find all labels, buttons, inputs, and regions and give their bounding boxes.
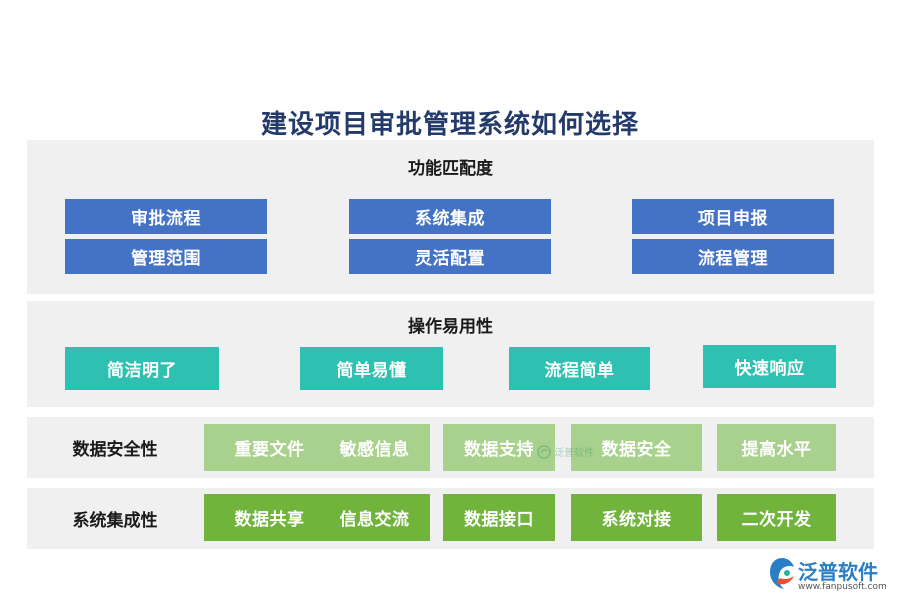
watermark-text: 泛普软件 xyxy=(554,448,594,459)
brand-logo-icon xyxy=(770,558,794,589)
usability-box-fast-response: 快速响应 xyxy=(703,345,836,388)
security-box-data-support: 数据支持 xyxy=(443,424,555,471)
integration-box-data-sharing: 数据共享 xyxy=(204,494,335,541)
security-panel: 数据安全性 重要文件 敏感信息 数据支持 数据安全 提高水平 xyxy=(27,417,874,478)
security-box-data-security: 数据安全 xyxy=(571,424,702,471)
brand-logo-url: www.fanpusoft.com xyxy=(798,582,887,592)
function-panel: 功能匹配度 审批流程 系统集成 项目申报 管理范围 灵活配置 流程管理 xyxy=(27,140,874,294)
watermark-logo-icon xyxy=(537,444,551,459)
usability-box-simple-process: 流程简单 xyxy=(509,347,650,390)
integration-panel: 系统集成性 数据共享 信息交流 数据接口 系统对接 二次开发 xyxy=(27,488,874,549)
integration-box-system-docking: 系统对接 xyxy=(571,494,702,541)
usability-box-concise: 简洁明了 xyxy=(65,347,219,390)
function-panel-title: 功能匹配度 xyxy=(408,159,493,179)
brand-logo: 泛普软件 www.fanpusoft.com xyxy=(768,556,892,596)
integration-box-data-interface: 数据接口 xyxy=(443,494,555,541)
security-row-label: 数据安全性 xyxy=(72,440,158,460)
usability-panel: 操作易用性 简洁明了 简单易懂 流程简单 快速响应 xyxy=(27,301,874,407)
usability-panel-title: 操作易用性 xyxy=(408,317,493,337)
function-box-flexible-config: 灵活配置 xyxy=(349,239,551,274)
security-box-important-files: 重要文件 xyxy=(204,424,335,471)
watermark: 泛普软件 xyxy=(537,444,594,459)
function-box-process-management: 流程管理 xyxy=(632,239,834,274)
function-box-management-scope: 管理范围 xyxy=(65,239,267,274)
integration-box-secondary-dev: 二次开发 xyxy=(717,494,836,541)
function-box-project-application: 项目申报 xyxy=(632,199,834,234)
usability-box-easy-understand: 简单易懂 xyxy=(300,347,443,390)
function-box-system-integration: 系统集成 xyxy=(349,199,551,234)
integration-row-label: 系统集成性 xyxy=(72,511,158,531)
integration-box-info-exchange: 信息交流 xyxy=(319,494,430,541)
diagram-title: 建设项目审批管理系统如何选择 xyxy=(260,110,639,140)
brand-logo-name: 泛普软件 xyxy=(798,560,878,584)
function-box-approval-flow: 审批流程 xyxy=(65,199,267,234)
security-box-improve-level: 提高水平 xyxy=(717,424,836,471)
security-box-sensitive-info: 敏感信息 xyxy=(319,424,430,471)
